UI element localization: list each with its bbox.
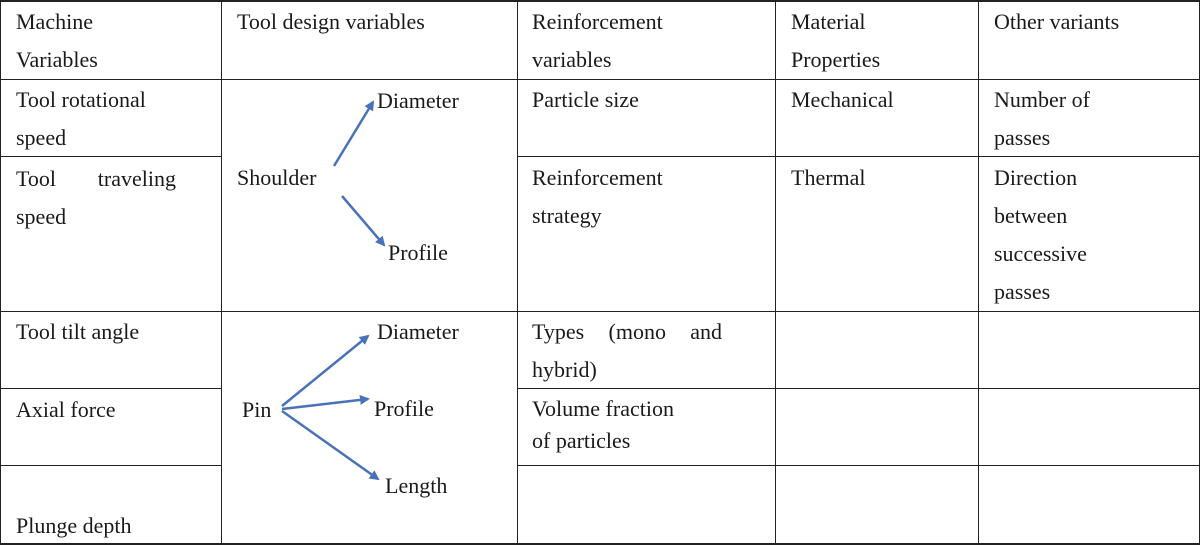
other-direction-successive-passes: Direction between successive passes [994,165,1087,304]
header-other-variants: Other variants [994,9,1120,34]
machine-plunge-depth: Plunge depth [16,513,132,538]
tool-shoulder-profile: Profile [388,240,448,265]
reinforcement-particle-size: Particle size [532,87,639,112]
tool-pin-label: Pin [242,397,272,422]
reinforcement-strategy: Reinforcement strategy [532,165,663,228]
tool-shoulder-label: Shoulder [237,165,317,190]
header-machine-variables: Machine Variables [16,9,98,72]
tool-shoulder-diameter: Diameter [377,88,459,113]
grid-line [0,388,222,389]
arrow-pin-diameter [281,334,370,407]
grid-line [0,79,1200,80]
tool-pin-profile: Profile [374,396,434,421]
grid-line [0,543,1200,545]
tool-pin-diameter: Diameter [377,319,459,344]
material-thermal: Thermal [791,165,866,190]
header-material-properties: Material Properties [791,9,881,72]
arrow-shoulder-profile [341,195,386,247]
arrow-pin-length [281,409,380,481]
grid-line [0,465,222,466]
other-number-of-passes: Number of passes [994,87,1090,150]
machine-tool-rotational-speed: Tool rotational speed [16,87,146,150]
grid-line [0,311,1200,312]
reinforcement-types-line1: Types (mono and [532,319,722,344]
grid-line [0,0,1,545]
reinforcement-types-line2: hybrid) [532,357,597,382]
machine-tool-traveling-speed-line1: Tool traveling [16,166,176,191]
header-reinforcement-variables: Reinforcement variables [532,9,663,72]
grid-line [775,0,776,545]
tool-pin-length: Length [385,473,448,498]
material-mechanical: Mechanical [791,87,894,112]
grid-line [978,0,979,545]
grid-line [0,156,222,157]
grid-line [221,0,222,545]
grid-line [517,388,1200,389]
grid-line [517,0,518,545]
grid-line [517,465,1200,466]
arrow-shoulder-diameter [332,100,375,167]
grid-line [0,0,1200,2]
machine-axial-force: Axial force [16,397,116,422]
header-tool-design-variables: Tool design variables [237,9,425,34]
grid-line [517,156,1200,157]
machine-tool-tilt-angle: Tool tilt angle [16,319,140,344]
arrow-pin-profile [281,394,370,411]
machine-tool-traveling-speed-line2: speed [16,204,67,229]
reinforcement-volume-fraction: Volume fraction of particles [532,396,674,453]
